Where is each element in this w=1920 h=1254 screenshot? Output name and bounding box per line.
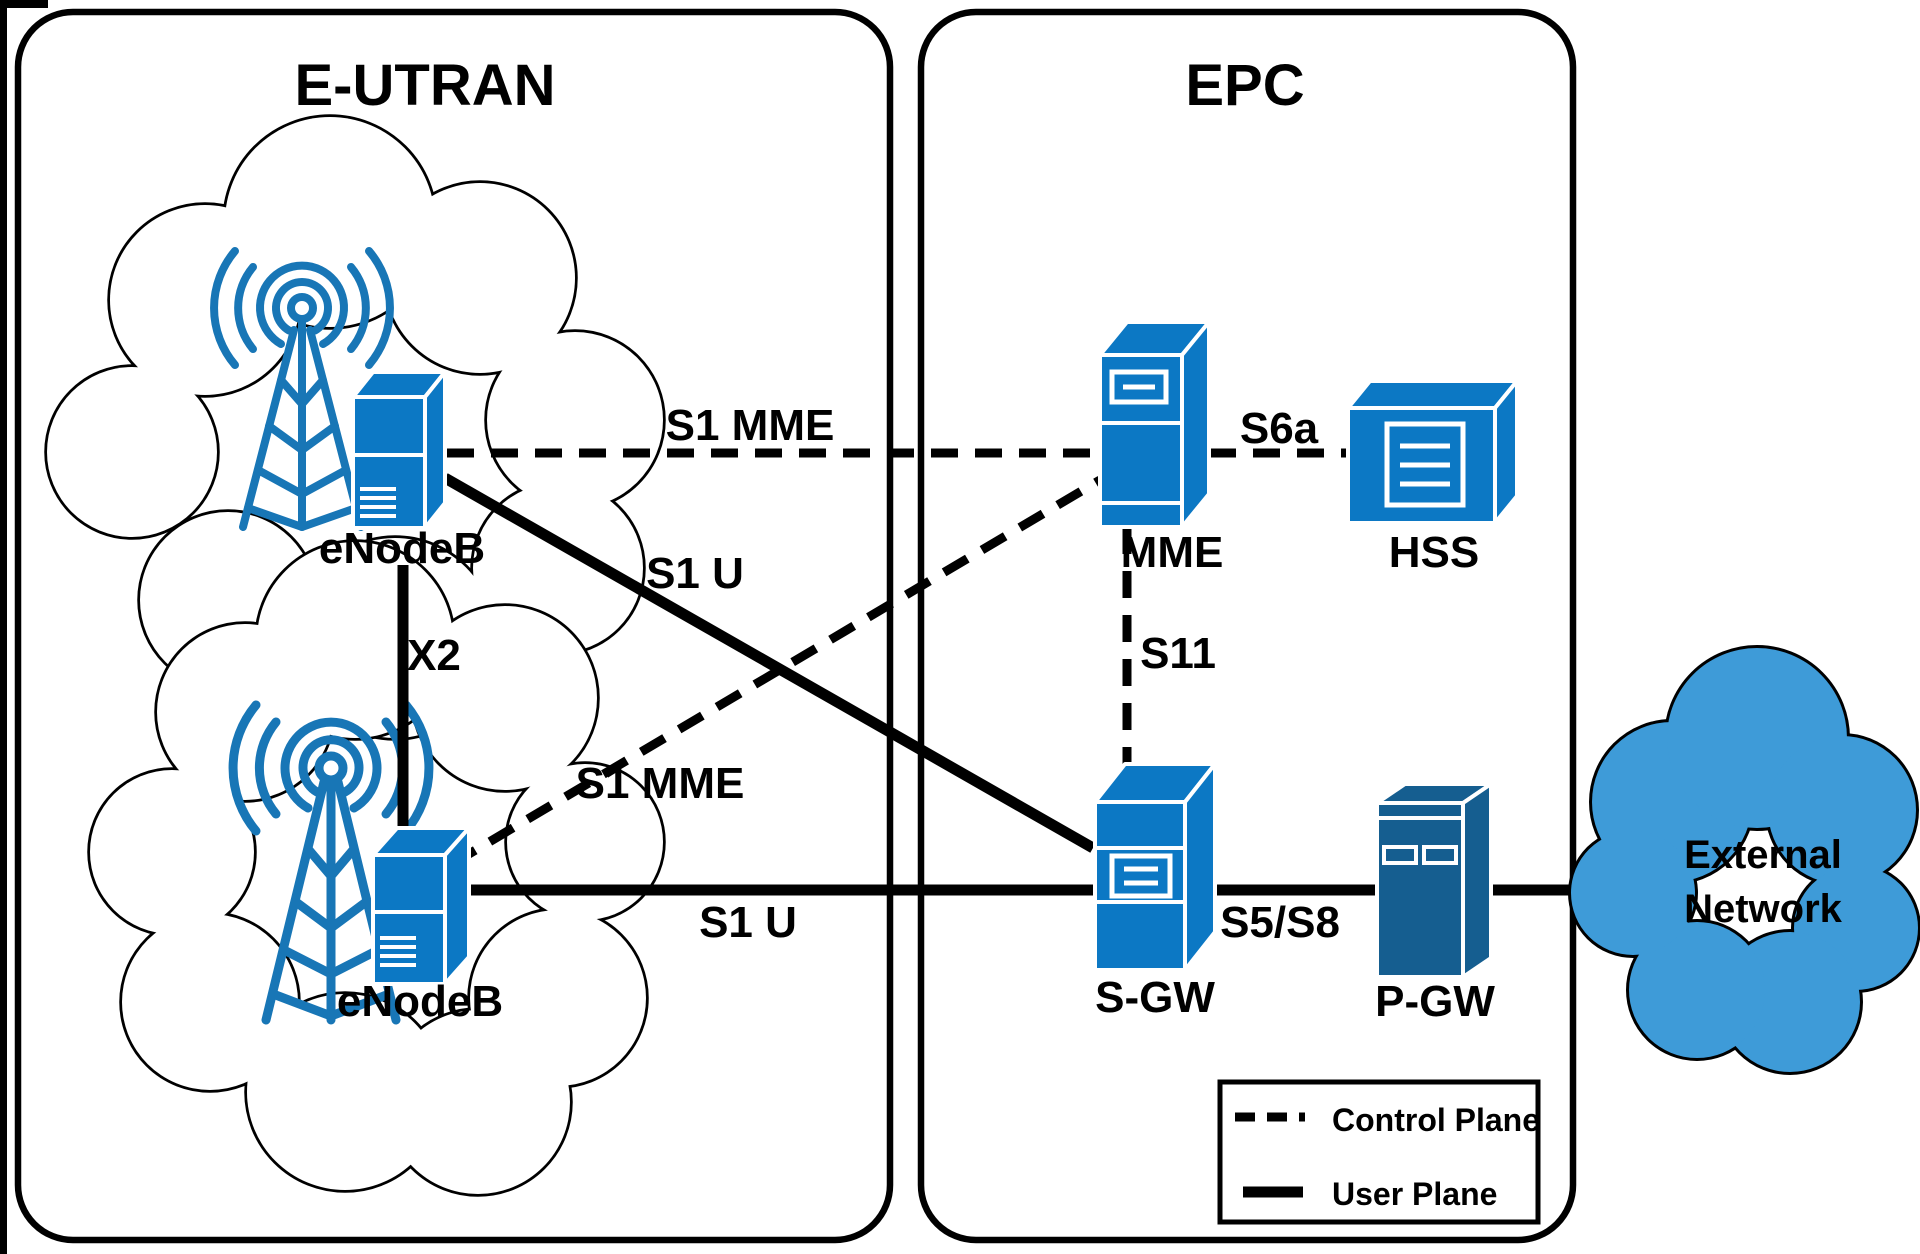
node-label-enodeb-lower: eNodeB <box>337 977 503 1026</box>
server-icon-sgw <box>1093 762 1217 972</box>
node-label-external-line2: Network <box>1684 887 1843 931</box>
link-label-s6a: S6a <box>1240 404 1319 453</box>
server-icon-enodeb-lower <box>371 826 471 986</box>
region-title-epc: EPC <box>1185 53 1304 118</box>
node-label-enodeb-upper: eNodeB <box>319 524 485 573</box>
subscriber-list-icon <box>1384 421 1466 508</box>
node-label-hss: HSS <box>1389 528 1479 577</box>
server-icon-mme <box>1098 320 1211 529</box>
node-label-external-line1: External <box>1684 833 1842 877</box>
screen-edge-artifact-left <box>0 0 7 1254</box>
server-icon-enodeb-upper <box>351 370 447 530</box>
card-slot-icon <box>1109 369 1169 405</box>
screen-edge-artifact-top <box>0 0 48 8</box>
region-title-eutran: E-UTRAN <box>295 53 556 118</box>
legend-control-plane-label: Control Plane <box>1332 1102 1540 1138</box>
link-label-s11: S11 <box>1140 629 1216 678</box>
node-label-sgw: S-GW <box>1095 973 1215 1022</box>
legend-user-plane-label: User Plane <box>1332 1176 1497 1212</box>
link-label-s1u-upper: S1 U <box>646 549 744 598</box>
external-network-cloud <box>1568 645 1920 1075</box>
link-label-s1mme-lower: S1 MME <box>576 759 745 808</box>
link-label-s1u-lower: S1 U <box>699 898 797 947</box>
link-label-s1mme-upper: S1 MME <box>666 401 835 450</box>
legend-box <box>1217 1079 1541 1225</box>
database-icon-hss <box>1346 379 1519 525</box>
port-icon <box>1382 845 1418 865</box>
port-icon <box>1422 845 1458 865</box>
gateway-icon-pgw <box>1375 782 1493 979</box>
region-box-epc <box>917 8 1577 1244</box>
node-label-pgw: P-GW <box>1375 977 1495 1026</box>
interface-links <box>397 448 1620 896</box>
link-label-x2: X2 <box>407 631 461 680</box>
legend: Control Plane User Plane <box>1217 1079 1541 1225</box>
link-label-s5s8: S5/S8 <box>1220 898 1340 947</box>
card-slot-icon <box>1109 853 1173 899</box>
link-s1u-upper <box>442 473 1096 853</box>
node-label-mme: MME <box>1121 528 1224 577</box>
